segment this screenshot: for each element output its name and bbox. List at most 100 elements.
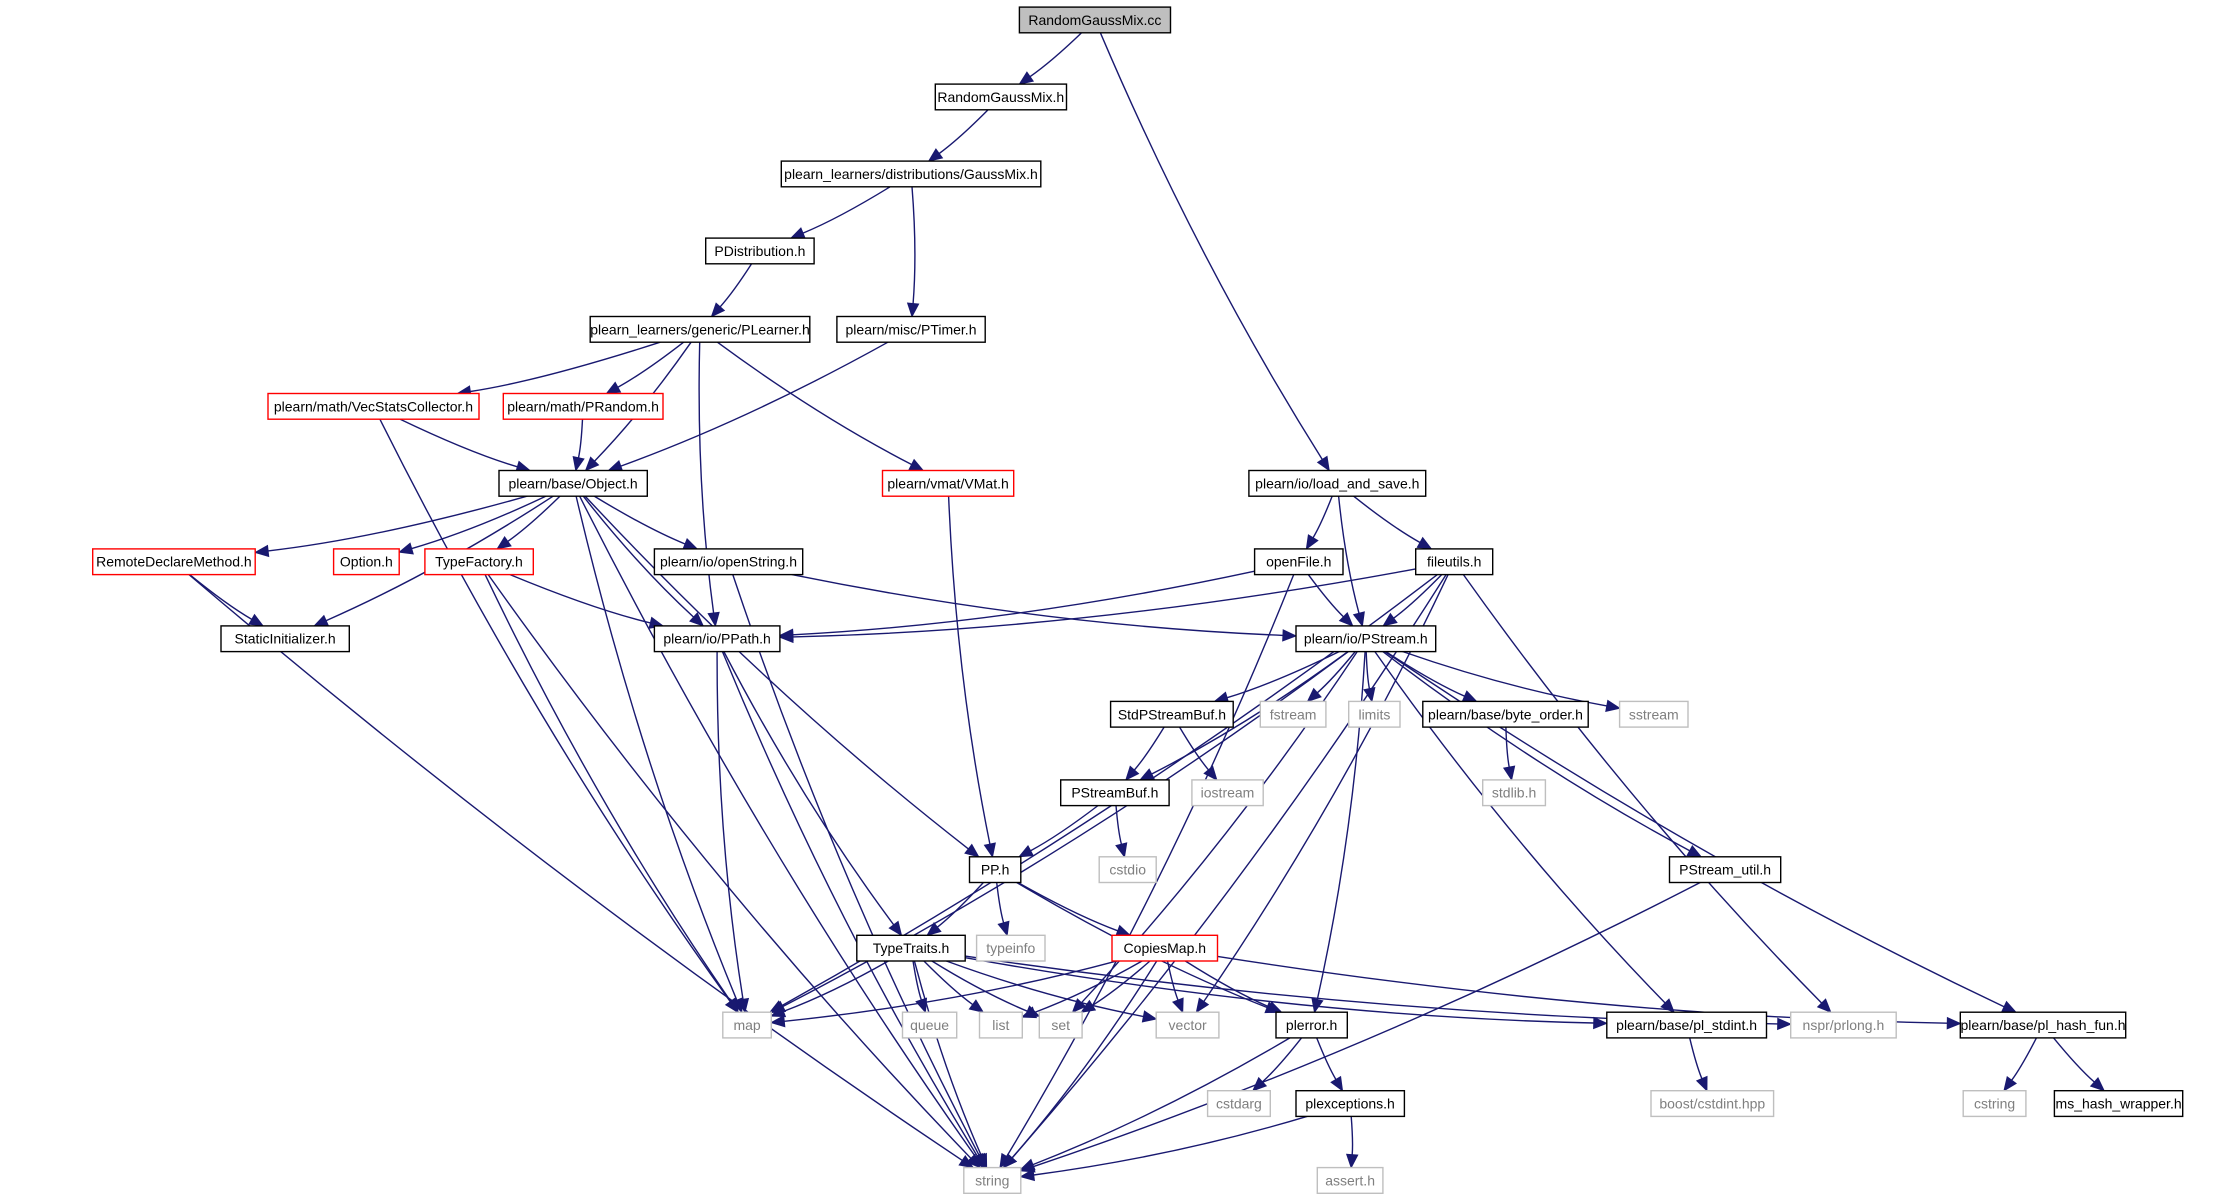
edge-plearner-h-to-ppath-h <box>698 342 715 614</box>
edge-plearner-h-to-vmat-h <box>716 341 912 466</box>
edge-pstream-h-to-stdpstreambuf-h <box>1226 650 1340 699</box>
node-object-h[interactable]: plearn/base/Object.h <box>498 469 649 497</box>
node-label-fileutils-h: fileutils.h <box>1427 554 1481 570</box>
edge-typefactory-h-to-string <box>487 574 972 1159</box>
node-box-pdistribution-h <box>705 237 815 265</box>
edge-prandom-h-to-object-h <box>577 419 584 458</box>
node-label-plexceptions-h: plexceptions.h <box>1305 1096 1395 1112</box>
node-label-pl-stdint-h: plearn/base/pl_stdint.h <box>1616 1017 1757 1033</box>
node-pstream-util-h[interactable]: PStream_util.h <box>1668 856 1782 884</box>
node-plearner-h[interactable]: plearn_learners/generic/PLearner.h <box>589 315 811 343</box>
node-copiesmap-h[interactable]: CopiesMap.h <box>1111 934 1219 962</box>
edge-remotedeclaremethod-h-to-string <box>188 574 963 1161</box>
arrowhead-pstream-h-to-limits <box>1363 686 1376 703</box>
node-label-pl-hash-fun-h: plearn/base/pl_hash_fun.h <box>1960 1017 2125 1033</box>
node-openstring-h[interactable]: plearn/io/openString.h <box>653 548 804 576</box>
node-box-copiesmap-h <box>1111 934 1219 962</box>
node-box-prandom-h <box>502 392 664 420</box>
node-typefactory-h[interactable]: TypeFactory.h <box>424 548 534 576</box>
node-vecstatscollector-h[interactable]: plearn/math/VecStatsCollector.h <box>267 392 480 420</box>
edge-openfile-h-to-pstream-h <box>1307 574 1344 618</box>
edge-pstream-h-to-pl-stdint-h <box>1374 651 1666 1004</box>
node-randomgaussmix-cc[interactable]: RandomGaussMix.cc <box>1018 6 1172 34</box>
node-plerror-h[interactable]: plerror.h <box>1275 1011 1349 1039</box>
node-box-cstring <box>1962 1089 2027 1118</box>
node-ppath-h[interactable]: plearn/io/PPath.h <box>653 625 781 653</box>
node-iostream: iostream <box>1191 779 1264 807</box>
node-prandom-h[interactable]: plearn/math/PRandom.h <box>502 392 664 420</box>
node-label-staticinitializer-h: StaticInitializer.h <box>235 631 336 647</box>
node-typetraits-h[interactable]: TypeTraits.h <box>856 934 966 962</box>
arrowhead-plexceptions-h-to-assert-h <box>1345 1153 1359 1169</box>
node-typeinfo: typeinfo <box>975 934 1046 962</box>
edge-pp-h-to-typeinfo <box>996 882 1005 923</box>
arrowhead-plerror-h-to-string <box>1019 1158 1036 1171</box>
edge-fileutils-h-to-pstream-h <box>1393 574 1443 619</box>
arrowhead-pl-hash-fun-h-to-ms-hash-wrapper-h <box>2089 1077 2106 1092</box>
node-label-iostream: iostream <box>1201 785 1255 801</box>
edge-typetraits-h-to-map <box>783 960 889 1013</box>
node-label-limits: limits <box>1358 706 1390 722</box>
arrowhead-fileutils-h-to-pstream-h <box>1382 612 1398 627</box>
node-plexceptions-h[interactable]: plexceptions.h <box>1295 1089 1406 1118</box>
edge-plexceptions-h-to-assert-h <box>1350 1116 1354 1155</box>
node-label-ppath-h: plearn/io/PPath.h <box>663 631 770 647</box>
edge-gaussmix-h-to-pdistribution-h <box>802 186 891 234</box>
arrowhead-pp-h-to-typeinfo <box>997 920 1010 937</box>
edge-load-and-save-h-to-openfile-h <box>1312 495 1333 539</box>
node-pdistribution-h[interactable]: PDistribution.h <box>705 237 815 265</box>
arrowhead-object-h-to-pp-h <box>964 843 980 858</box>
node-vector: vector <box>1155 1011 1220 1039</box>
arrowhead-object-h-to-option-h <box>397 542 414 555</box>
edge-openstring-h-to-pstream-h <box>791 573 1284 637</box>
edge-object-h-to-ppath-h <box>582 495 695 618</box>
node-cstdio: cstdio <box>1098 856 1157 884</box>
arrowhead-typetraits-h-to-vector <box>1141 1010 1158 1023</box>
node-queue: queue <box>901 1011 958 1039</box>
node-load-and-save-h[interactable]: plearn/io/load_and_save.h <box>1248 469 1427 497</box>
node-box-set <box>1038 1011 1083 1039</box>
node-vmat-h[interactable]: plearn/vmat/VMat.h <box>881 469 1015 497</box>
node-pstreambuf-h[interactable]: PStreamBuf.h <box>1059 779 1170 807</box>
node-byte-order-h[interactable]: plearn/base/byte_order.h <box>1422 700 1589 728</box>
node-option-h[interactable]: Option.h <box>332 548 400 576</box>
edge-copiesmap-h-to-map <box>784 960 1118 1022</box>
node-randomgaussmix-h[interactable]: RandomGaussMix.h <box>934 83 1068 111</box>
node-openfile-h[interactable]: openFile.h <box>1253 548 1344 576</box>
edge-pp-h-to-copiesmap-h <box>1017 881 1119 932</box>
node-pl-hash-fun-h[interactable]: plearn/base/pl_hash_fun.h <box>1959 1011 2127 1039</box>
node-staticinitializer-h[interactable]: StaticInitializer.h <box>220 625 351 653</box>
arrowhead-load-and-save-h-to-fileutils-h <box>1416 536 1433 550</box>
arrowhead-plexceptions-h-to-string <box>1019 1168 1035 1182</box>
node-label-object-h: plearn/base/Object.h <box>508 475 637 491</box>
node-box-vecstatscollector-h <box>267 392 480 420</box>
node-label-ms-hash-wrapper-h: ms_hash_wrapper.h <box>2056 1096 2182 1112</box>
edge-fileutils-h-to-nspr-prlong-h <box>1462 574 1823 1004</box>
arrowhead-gaussmix-h-to-ptimer-h <box>906 302 920 318</box>
node-gaussmix-h[interactable]: plearn_learners/distributions/GaussMix.h <box>780 160 1042 188</box>
node-ms-hash-wrapper-h[interactable]: ms_hash_wrapper.h <box>2053 1089 2184 1118</box>
node-cstring: cstring <box>1962 1089 2027 1118</box>
node-box-typefactory-h <box>424 548 534 576</box>
node-ptimer-h[interactable]: plearn/misc/PTimer.h <box>836 315 986 343</box>
node-box-plerror-h <box>1275 1011 1349 1039</box>
node-box-nspr-prlong-h <box>1789 1011 1897 1039</box>
node-pstream-h[interactable]: plearn/io/PStream.h <box>1295 625 1437 653</box>
node-pp-h[interactable]: PP.h <box>968 856 1022 884</box>
node-box-limits <box>1347 700 1401 728</box>
node-set: set <box>1038 1011 1083 1039</box>
node-box-typetraits-h <box>856 934 966 962</box>
node-label-vmat-h: plearn/vmat/VMat.h <box>887 475 1008 491</box>
node-stdpstreambuf-h[interactable]: StdPStreamBuf.h <box>1109 700 1234 728</box>
edge-copiesmap-h-to-plerror-h <box>1184 960 1270 1008</box>
edge-byte-order-h-to-stdlib-h <box>1505 727 1510 768</box>
node-remotedeclaremethod-h[interactable]: RemoteDeclareMethod.h <box>91 548 256 576</box>
edge-vecstatscollector-h-to-map <box>379 418 731 1003</box>
node-fileutils-h[interactable]: fileutils.h <box>1414 548 1494 576</box>
arrowhead-load-and-save-h-to-openfile-h <box>1305 534 1319 551</box>
edge-ppath-h-to-map <box>716 651 744 1000</box>
node-pl-stdint-h[interactable]: plearn/base/pl_stdint.h <box>1606 1011 1768 1039</box>
node-box-map <box>722 1011 772 1039</box>
edge-typetraits-h-to-pl-stdint-h <box>965 957 1594 1024</box>
node-label-stdlib-h: stdlib.h <box>1492 785 1536 801</box>
